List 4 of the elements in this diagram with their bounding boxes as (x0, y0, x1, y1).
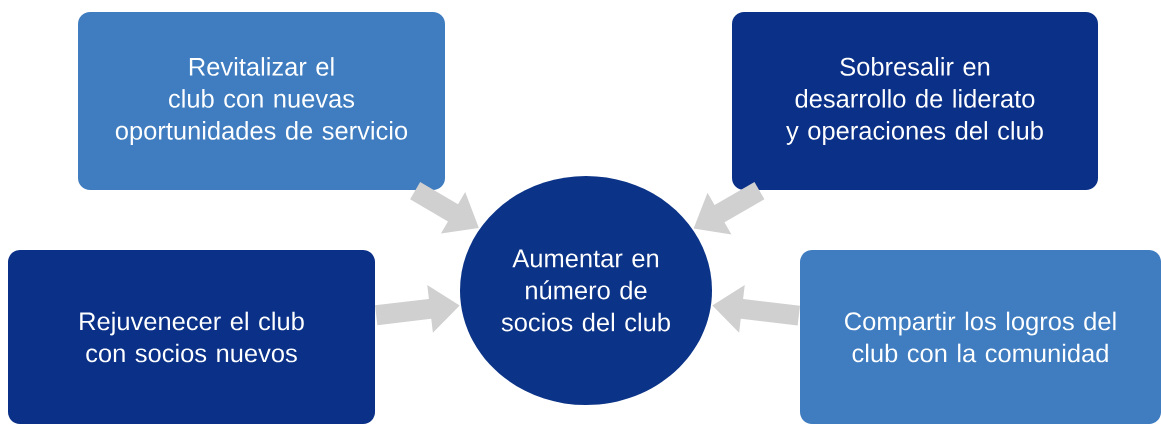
goal-box: Sobresalir en desarrollo de liderato y operaciones del club (732, 12, 1098, 190)
goal-box: Rejuvenecer el club con socios nuevos (8, 250, 375, 424)
goal-box: Compartir los logros del club con la comunidad (800, 250, 1161, 424)
goal-box: Revitalizar el club con nuevas oportunidades de servicio (78, 12, 445, 190)
